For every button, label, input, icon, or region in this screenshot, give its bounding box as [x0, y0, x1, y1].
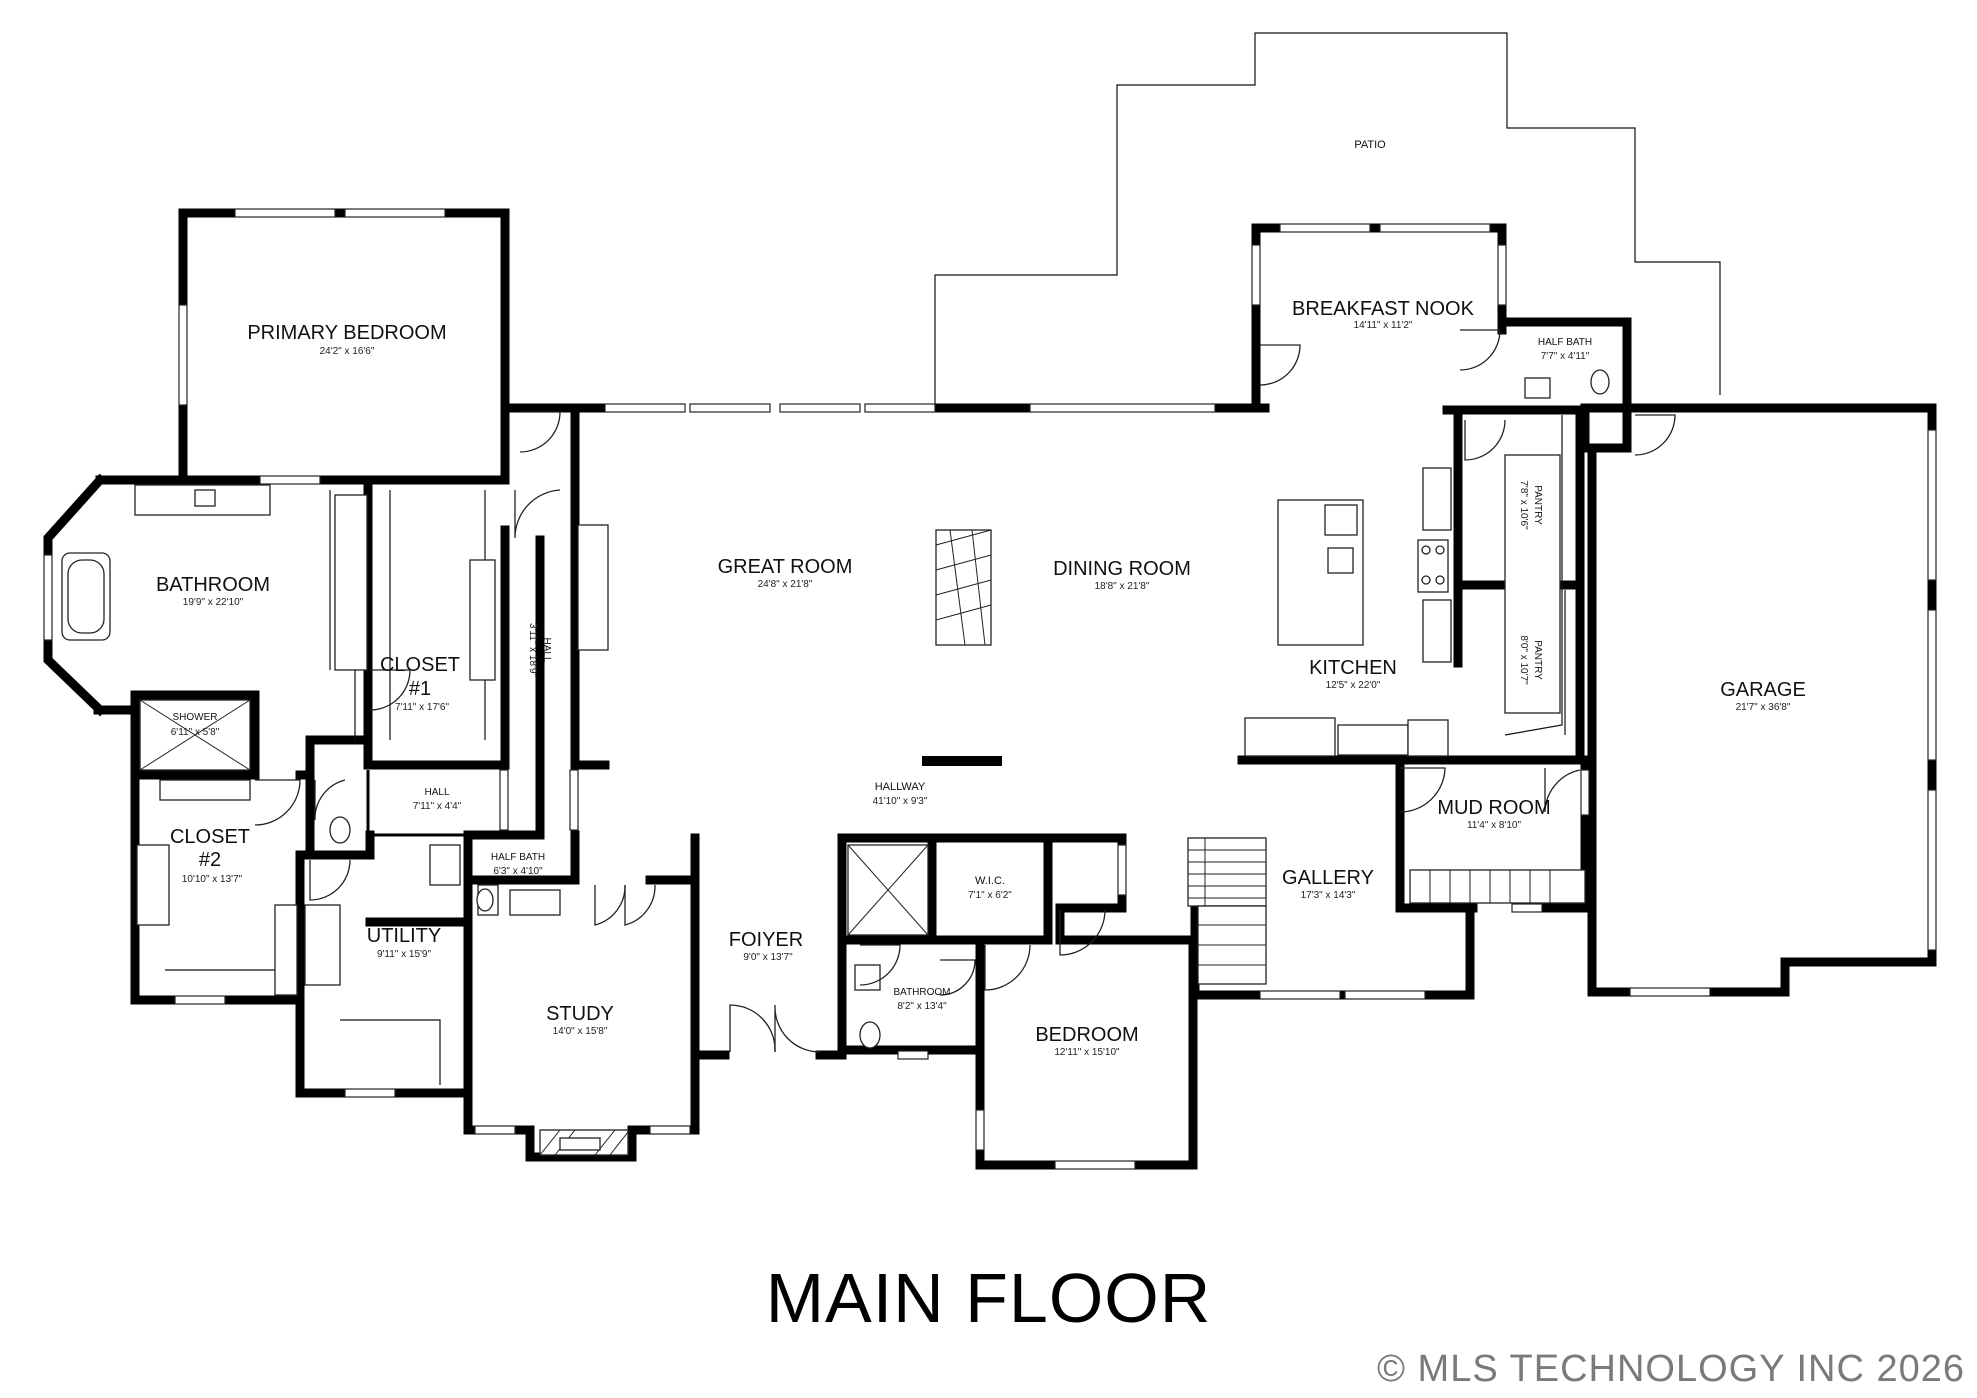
bedroom-dims: 12'11" x 15'10"	[1054, 1047, 1120, 1058]
toilet-icon	[329, 816, 351, 844]
study-label: STUDY	[546, 1003, 614, 1025]
half-bath-left-dims: 6'3" x 4'10"	[493, 866, 543, 877]
foyer-dims: 9'0" x 13'7"	[743, 952, 793, 963]
closet2-dims: 10'10" x 13'7"	[182, 874, 243, 885]
sink-icon	[194, 489, 216, 507]
toilet-icon-2	[476, 888, 494, 912]
pantry1-dims: 7'8" x 10'6"	[1518, 480, 1529, 530]
hallway-label: HALLWAY	[875, 781, 926, 793]
half-bath-right-label: HALF BATH	[1538, 337, 1592, 348]
dining-room-dims: 18'8" x 21'8"	[1095, 581, 1150, 592]
stairs-icon	[1187, 837, 1267, 985]
study-fireplace-icon	[539, 1129, 629, 1156]
mud-room-dims: 11'4" x 8'10"	[1467, 820, 1522, 831]
gallery-dims: 17'3" x 14'3"	[1301, 890, 1356, 901]
half-bath-left-label: HALF BATH	[491, 852, 545, 863]
fireplace-icon	[935, 529, 992, 646]
closet1-dims: 7'11" x 17'6"	[395, 702, 450, 713]
breakfast-nook-dims: 14'11" x 11'2"	[1354, 320, 1413, 331]
bathroom-dims: 19'9" x 22'10"	[183, 597, 244, 608]
bedroom-label: BEDROOM	[1035, 1024, 1138, 1046]
garage-dims: 21'7" x 36'8"	[1736, 702, 1791, 713]
garage-label: GARAGE	[1720, 679, 1806, 701]
shower-label: SHOWER	[173, 712, 218, 723]
pantry2-label: PANTRY	[1532, 640, 1543, 680]
closet2-label: CLOSET	[170, 826, 250, 848]
primary-bedroom-label: PRIMARY BEDROOM	[247, 322, 446, 344]
shower-dims: 6'11" x 5'8"	[171, 727, 220, 738]
primary-bedroom-dims: 24'2" x 16'6"	[320, 346, 375, 357]
pantry1-label: PANTRY	[1532, 485, 1543, 525]
kitchen-label: KITCHEN	[1309, 657, 1397, 679]
kitchen-dims: 12'5" x 22'0"	[1326, 680, 1381, 691]
hall-small-dims: 7'11" x 4'4"	[413, 801, 462, 812]
dining-room-label: DINING ROOM	[1053, 558, 1191, 580]
closet1-label: CLOSET	[380, 654, 460, 676]
half-bath-right-dims: 7'7" x 4'11"	[1541, 351, 1590, 362]
windows	[43, 208, 1937, 1170]
bathroom-label: BATHROOM	[156, 574, 270, 596]
great-room-label: GREAT ROOM	[718, 556, 853, 578]
utility-dims: 9'11" x 15'9"	[377, 949, 432, 960]
doors	[254, 329, 1676, 1053]
foyer-label: FOIYER	[729, 929, 803, 951]
closet2-number: #2	[199, 849, 221, 871]
mud-room-label: MUD ROOM	[1437, 797, 1550, 819]
study-dims: 14'0" x 15'8"	[553, 1026, 608, 1037]
fixtures	[61, 369, 1610, 1156]
bathroom-small-dims: 8'2" x 13'4"	[897, 1001, 947, 1012]
hall-small-label: HALL	[424, 787, 449, 798]
wic-label: W.I.C.	[975, 875, 1005, 887]
room-labels: PATIO PRIMARY BEDROOM 24'2" x 16'6" BATH…	[156, 139, 1806, 1058]
bathroom-small-label: BATHROOM	[893, 987, 950, 998]
walls	[43, 208, 1937, 1170]
hall-vertical-label: HALL	[541, 637, 552, 662]
kitchen-sink-icon	[1327, 547, 1354, 574]
copyright-watermark: © MLS TECHNOLOGY INC 2026	[1376, 1348, 1965, 1390]
pantry2-dims: 8'0" x 10'7"	[1518, 635, 1529, 685]
patio-outline	[934, 32, 1721, 410]
utility-label: UTILITY	[367, 925, 441, 947]
great-room-dims: 24'8" x 21'8"	[758, 579, 813, 590]
closet1-number: #1	[409, 678, 431, 700]
hall-vertical-dims: 3'11" x 18'9"	[527, 623, 538, 678]
wic-dims: 7'1" x 6'2"	[968, 890, 1012, 901]
breakfast-nook-label: BREAKFAST NOOK	[1292, 298, 1475, 320]
patio-label: PATIO	[1354, 139, 1386, 151]
gallery-label: GALLERY	[1282, 867, 1374, 889]
hallway-dims: 41'10" x 9'3"	[873, 796, 928, 807]
floor-title: MAIN FLOOR	[765, 1259, 1212, 1337]
